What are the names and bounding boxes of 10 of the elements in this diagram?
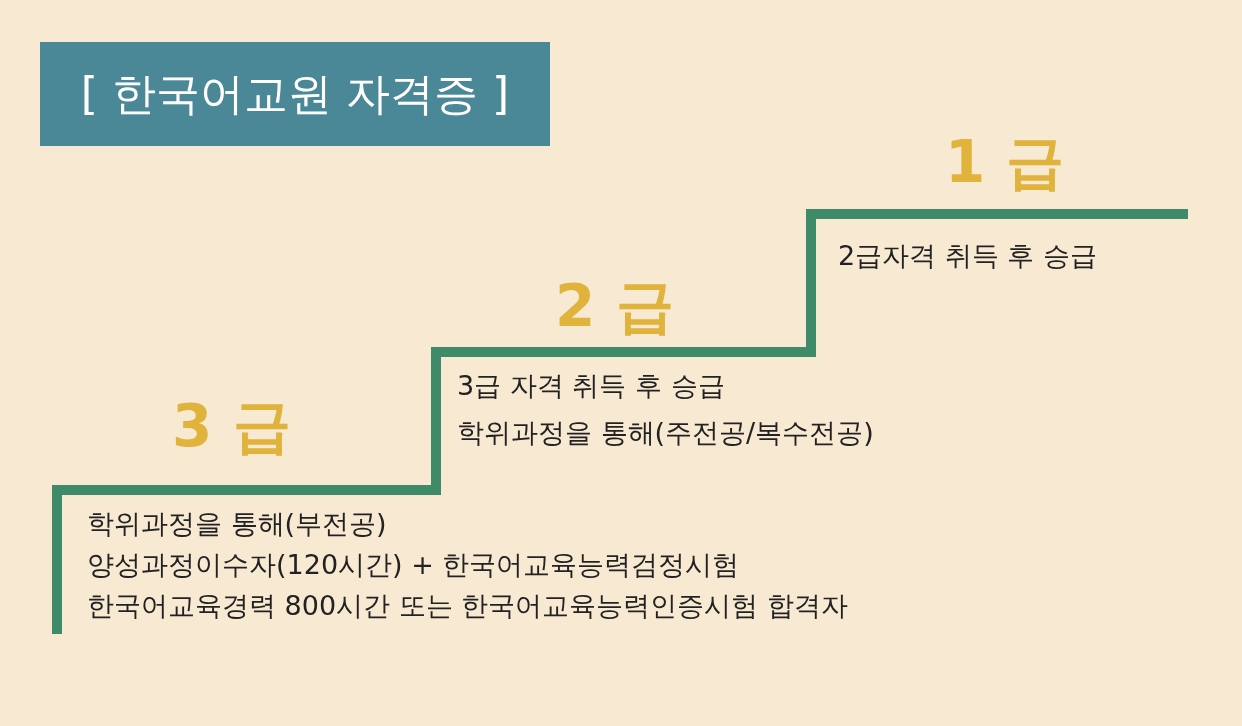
description-text: 한국어교육경력 800시간 또는 한국어교육능력인증시험 합격자 xyxy=(87,590,848,623)
grade-label: 2 급 xyxy=(555,272,674,342)
grade-label: 1 급 xyxy=(945,128,1064,198)
description-text: 학위과정을 통해(부전공) xyxy=(87,508,387,541)
grade-label: 3 급 xyxy=(172,392,291,462)
description-text: 2급자격 취득 후 승급 xyxy=(838,240,1097,273)
description-text: 3급 자격 취득 후 승급 xyxy=(457,370,725,403)
description-text: 양성과정이수자(120시간) + 한국어교육능력검정시험 xyxy=(87,549,740,582)
title-banner: [ 한국어교원 자격증 ] xyxy=(40,42,550,146)
description-text: 학위과정을 통해(주전공/복수전공) xyxy=(457,417,874,450)
